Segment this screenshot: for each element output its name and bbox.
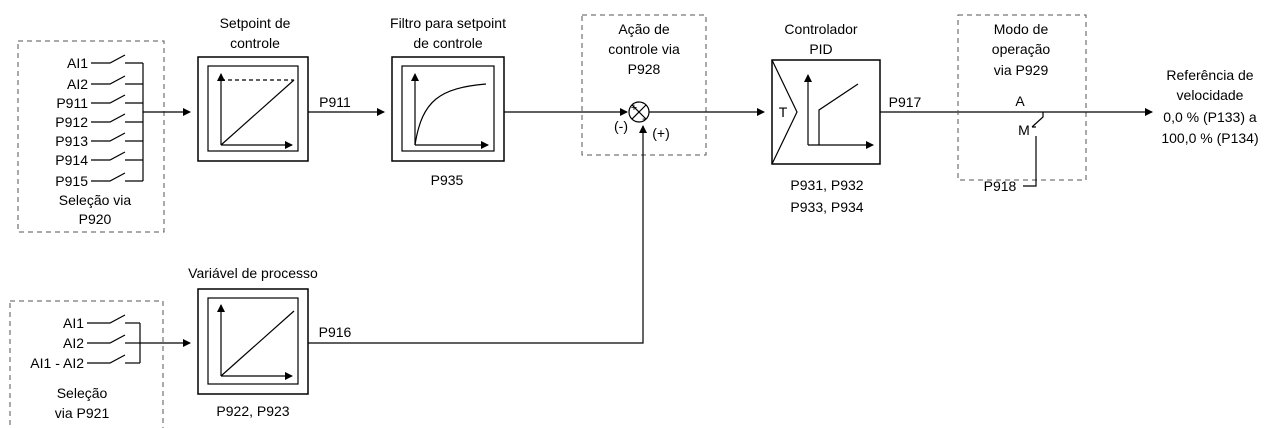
setpoint-input-label: AI1 (67, 55, 88, 71)
manual-input-line (1023, 136, 1037, 187)
setpoint-selection-frame (17, 40, 165, 233)
summing-junction-cross (631, 104, 647, 120)
manual-mode-label: M (1018, 122, 1030, 138)
setpoint-output-label: P911 (319, 94, 351, 110)
filter-block-title: de controle (413, 35, 482, 51)
process-variable-block: Variável de processo P922, P923 (188, 265, 318, 419)
pid-params-label: P931, P932 (790, 177, 863, 193)
output-title: velocidade (1177, 87, 1244, 103)
process-block-graph (207, 297, 299, 385)
process-block-frame (197, 288, 309, 395)
process-selector-switches (87, 314, 141, 364)
selector-switches (91, 54, 144, 182)
control-action-title: P928 (628, 61, 661, 77)
setpoint-block-frame (197, 56, 309, 162)
setpoint-selection-caption: Seleção via (59, 192, 132, 208)
setpoint-input-label: P911 (56, 95, 88, 111)
operation-mode-title: operação (992, 41, 1051, 57)
setpoint-block: Setpoint de controle (197, 15, 309, 162)
pid-output-label: P917 (889, 94, 922, 110)
process-selection-frame (9, 300, 164, 428)
control-action-group: Ação de controle via P928 + - (-) (+) (581, 14, 707, 156)
setpoint-selection-caption: P920 (79, 211, 112, 227)
setpoint-input-label: P915 (55, 173, 88, 189)
setpoint-block-title: Setpoint de (220, 15, 291, 31)
setpoint-selection-group: AI1 AI2 P911 P912 P913 P914 P915 Seleção… (17, 40, 165, 233)
linear-line (220, 310, 295, 377)
process-input-label: AI2 (63, 335, 84, 351)
process-selection-caption: Seleção (57, 385, 108, 401)
control-action-title: controle via (608, 41, 680, 57)
process-input-label: AI1 - AI2 (30, 355, 84, 371)
mode-switch-blade (1031, 112, 1044, 128)
setpoint-input-label: P913 (55, 133, 88, 149)
pid-response-line (818, 83, 859, 145)
ramp-line (220, 79, 295, 146)
process-block-title: Variável de processo (188, 265, 318, 281)
setpoint-input-label: P912 (55, 114, 88, 130)
control-action-frame (581, 14, 707, 156)
pid-block-frame (771, 59, 881, 165)
process-selection-caption: via P921 (55, 405, 110, 421)
process-input-label: AI1 (63, 315, 84, 331)
speed-reference-output: Referência de velocidade 0,0 % (P133) a … (1161, 67, 1258, 146)
pid-block: Controlador PID T P931, P932 P933, P934 (771, 21, 881, 215)
filter-curve (414, 83, 487, 146)
setpoint-input-label: P914 (55, 152, 88, 168)
filter-block-title: Filtro para setpoint (390, 15, 506, 31)
pid-block-title: Controlador (784, 21, 857, 37)
feedback-line (308, 125, 647, 344)
pid-params-label: P933, P934 (790, 199, 863, 215)
output-range: 100,0 % (P134) (1161, 130, 1258, 146)
minus-sign-label: (-) (614, 118, 628, 134)
operation-mode-title: via P929 (994, 62, 1049, 78)
pid-chevron (771, 59, 798, 165)
pid-t-label: T (779, 104, 788, 120)
output-range: 0,0 % (P133) a (1163, 109, 1257, 125)
auto-mode-label: A (1015, 93, 1025, 109)
process-output-label: P916 (319, 324, 352, 340)
junction-plus-sign: + (631, 102, 637, 114)
pid-block-title: PID (809, 41, 832, 57)
control-action-title: Ação de (618, 21, 670, 37)
filter-block-frame (391, 56, 505, 162)
junction-minus-sign: - (642, 113, 646, 125)
filter-param-label: P935 (431, 172, 464, 188)
operation-mode-title: Modo de (994, 21, 1049, 37)
setpoint-input-label: AI2 (67, 76, 88, 92)
process-params-label: P922, P923 (216, 403, 289, 419)
operation-mode-group: Modo de operação via P929 A M P918 (957, 14, 1087, 194)
output-title: Referência de (1166, 67, 1253, 83)
filter-block: Filtro para setpoint de controle P935 (390, 15, 506, 188)
manual-input-label: P918 (984, 178, 1017, 194)
operation-mode-frame (957, 14, 1087, 181)
plus-sign-label: (+) (652, 125, 670, 141)
setpoint-block-title: controle (230, 35, 280, 51)
process-selection-group: AI1 AI2 AI1 - AI2 Seleção via P921 (9, 300, 164, 428)
